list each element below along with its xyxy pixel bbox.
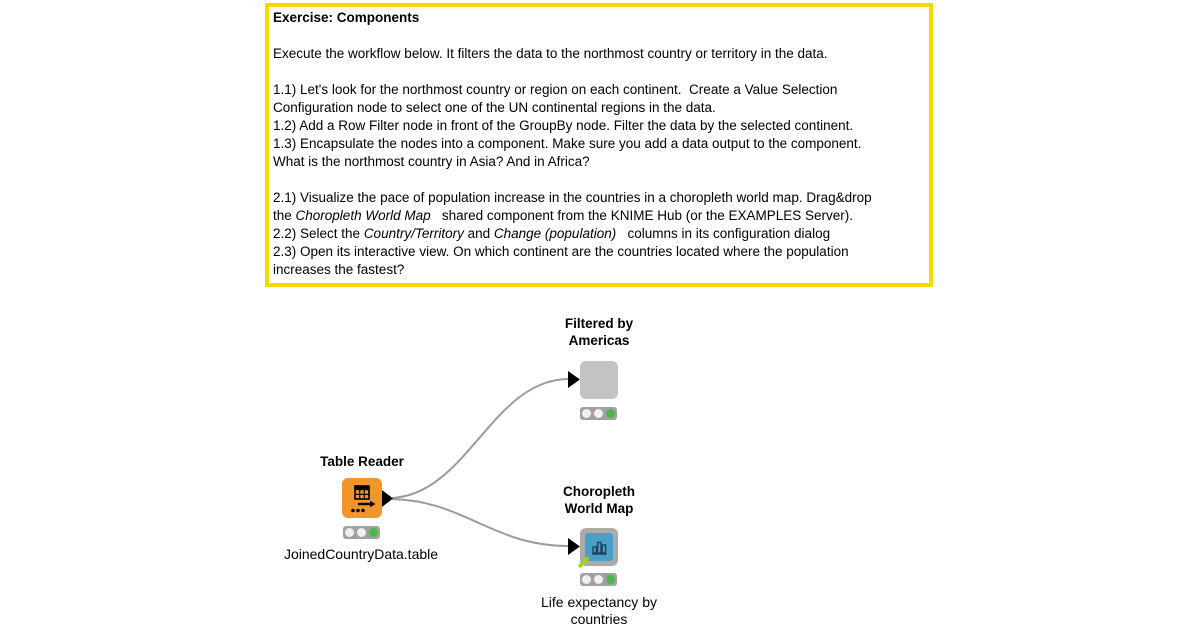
annotation-line: Execute the workflow below. It filters t… xyxy=(273,46,828,61)
status-green-lamp xyxy=(606,409,615,418)
status-green-lamp xyxy=(369,528,378,537)
annotation-line: 2.2) Select the Country/Territory and Ch… xyxy=(273,226,831,241)
choropleth-icon-background xyxy=(585,533,613,561)
connection-table-reader-to-filtered-component[interactable] xyxy=(391,378,570,499)
table-reader-output-port[interactable] xyxy=(382,490,393,507)
annotation-line: 1.2) Add a Row Filter node in front of t… xyxy=(273,118,854,133)
status-green-lamp xyxy=(606,575,615,584)
status-red-lamp xyxy=(582,575,591,584)
annotation-title: Exercise: Components xyxy=(273,10,420,25)
filtered-component-status-traffic-light xyxy=(580,407,617,420)
choropleth-status-traffic-light xyxy=(580,573,617,586)
status-red-lamp xyxy=(582,409,591,418)
table-reader-icon xyxy=(351,485,376,513)
choropleth-label: Life expectancy by countries xyxy=(541,594,657,627)
shared-component-link-icon xyxy=(577,557,589,569)
table-reader-label: JoinedCountryData.table xyxy=(283,546,439,562)
status-yellow-lamp xyxy=(594,409,603,418)
annotation-line: increases the fastest? xyxy=(273,262,405,277)
status-yellow-lamp xyxy=(357,528,366,537)
table-reader-node[interactable] xyxy=(342,478,382,518)
choropleth-title: Choropleth World Map xyxy=(563,484,635,516)
bar-chart-icon xyxy=(592,541,607,555)
workflow-annotation[interactable]: Exercise: Components Execute the workflo… xyxy=(265,3,933,287)
annotation-line: Configuration node to select one of the … xyxy=(273,100,716,115)
filtered-component-node[interactable] xyxy=(580,361,618,399)
annotation-line: the Choropleth World Map shared componen… xyxy=(273,208,854,223)
choropleth-input-port[interactable] xyxy=(568,538,580,555)
annotation-line: What is the northmost country in Asia? A… xyxy=(273,154,590,169)
annotation-line: 2.1) Visualize the pace of population in… xyxy=(273,190,872,205)
table-reader-status-traffic-light xyxy=(343,526,380,539)
annotation-line: 2.3) Open its interactive view. On which… xyxy=(273,244,849,259)
connection-table-reader-to-choropleth[interactable] xyxy=(391,498,570,547)
status-red-lamp xyxy=(345,528,354,537)
filtered-component-input-port[interactable] xyxy=(568,371,580,388)
choropleth-node[interactable] xyxy=(577,528,618,569)
annotation-body: Execute the workflow below. It filters t… xyxy=(273,27,925,279)
filtered-component-title: Filtered by Americas xyxy=(564,316,634,348)
annotation-line: 1.3) Encapsulate the nodes into a compon… xyxy=(273,136,862,151)
annotation-line: 1.1) Let's look for the northmost countr… xyxy=(273,82,838,97)
table-reader-title: Table Reader xyxy=(320,454,404,469)
status-yellow-lamp xyxy=(594,575,603,584)
